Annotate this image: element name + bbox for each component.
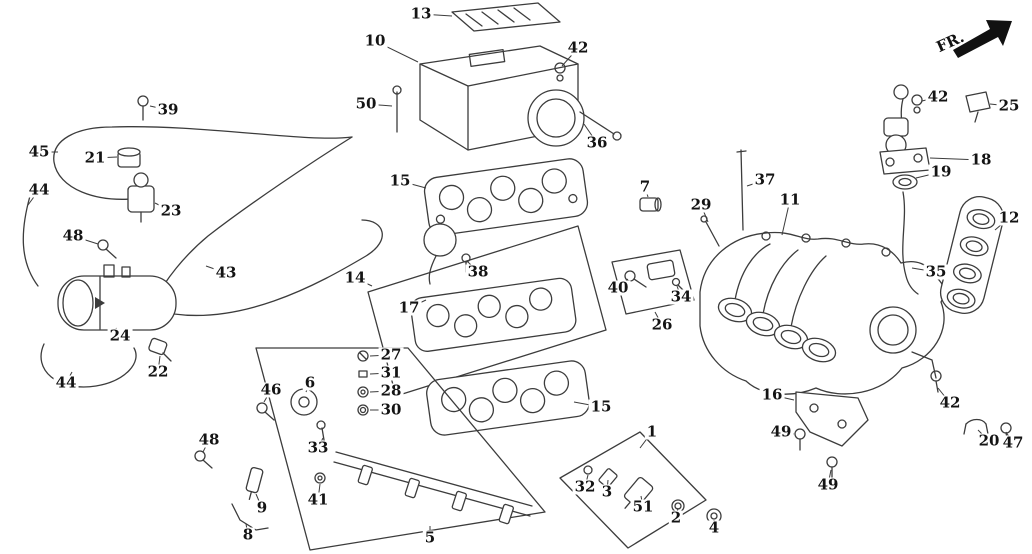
purge-valve-art — [117, 147, 155, 223]
leader-line — [921, 96, 939, 102]
leader-line — [154, 202, 172, 212]
spacer-group-art — [367, 223, 607, 397]
leader-line — [583, 123, 598, 144]
right-fasteners-art — [930, 370, 1012, 443]
fr-arrow-icon — [953, 20, 1012, 58]
leader-line — [781, 199, 791, 236]
leader-line — [420, 13, 453, 17]
stay-bracket-art — [794, 391, 869, 479]
leader-line — [65, 371, 73, 384]
leader-line — [72, 235, 99, 245]
leader-line — [915, 171, 942, 179]
leader-line — [584, 474, 589, 488]
leader-line — [202, 439, 210, 453]
leader-line — [149, 105, 169, 111]
leader-line — [369, 372, 392, 375]
leader-line — [354, 277, 373, 287]
leader-line — [989, 103, 1010, 107]
leader-line — [157, 355, 161, 373]
leader-line — [399, 180, 427, 189]
plenum-art — [392, 2, 622, 151]
leader-line — [937, 387, 951, 404]
leader-line — [700, 204, 709, 223]
egr-assembly-art — [879, 84, 991, 295]
leader-line — [255, 493, 263, 509]
lower-gasket-art — [426, 360, 590, 436]
leader-line — [369, 390, 392, 393]
side-gasket-art — [939, 196, 1005, 314]
leader-line — [644, 186, 649, 198]
leader-line — [654, 311, 663, 326]
leader-line — [365, 103, 393, 107]
leader-line — [780, 431, 795, 435]
injector-detail-art — [559, 431, 722, 549]
leader-line — [317, 483, 321, 501]
leader-line — [369, 354, 392, 357]
leader-line — [827, 469, 832, 486]
sensor-bracket-art — [611, 249, 695, 315]
left-fasteners-art — [97, 95, 213, 469]
leader-line — [374, 40, 419, 63]
leader-line — [771, 394, 795, 401]
leader-line — [617, 278, 629, 289]
manifold-art — [639, 149, 945, 395]
upper-gasket-art — [423, 158, 589, 236]
leader-line — [746, 179, 766, 187]
screw-column-art — [357, 350, 369, 416]
leader-line — [94, 156, 118, 159]
leader-line — [467, 261, 479, 273]
canister-art — [57, 264, 177, 331]
leader-line — [929, 157, 982, 161]
leader-line — [317, 437, 324, 449]
fuel-rail-art — [231, 347, 546, 551]
hoses-art — [22, 126, 383, 388]
leader-line — [245, 523, 249, 536]
leader-line — [205, 265, 227, 274]
